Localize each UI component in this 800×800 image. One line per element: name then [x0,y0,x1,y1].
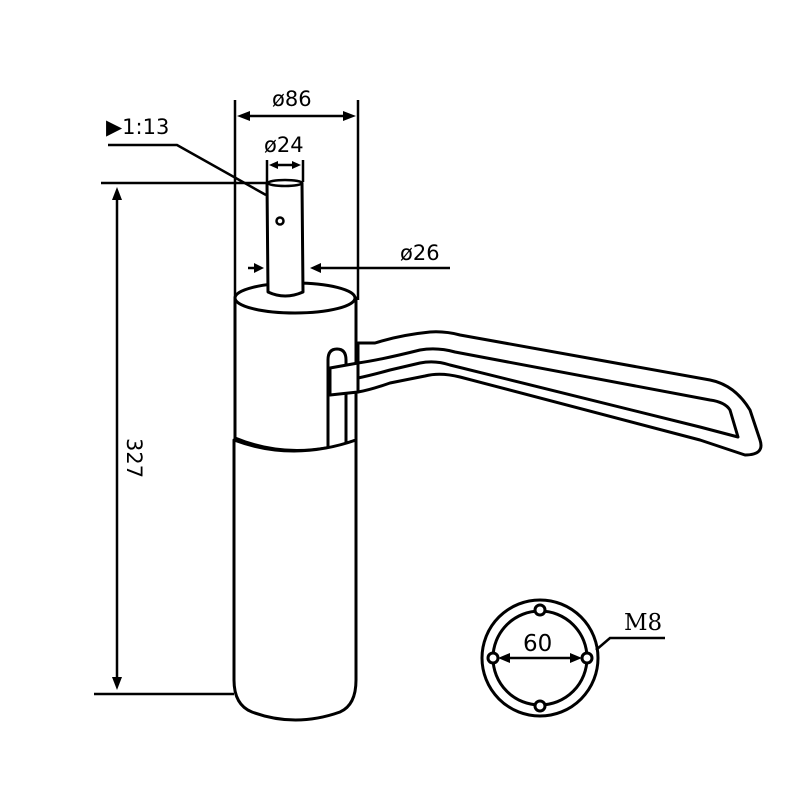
pin-diameter-label: ø24 [264,133,304,157]
dimension-outer-diameter: ø86 [233,87,360,300]
release-lever [356,330,763,457]
dimension-pin-diameter: ø24 [264,133,305,182]
bolt-hole-bottom [533,699,547,713]
rod-hole [275,216,285,226]
taper-label: ▶1:13 [106,115,169,139]
dimension-rod-diameter: ø26 [248,241,450,273]
lever-clip [326,347,360,452]
rod-diameter-label: ø26 [400,241,440,265]
bolt-hole-top [533,603,547,617]
bolt-thread-label: M8 [624,610,662,636]
piston-rod [265,178,305,298]
dimension-height: 327 [94,181,300,696]
bolt-hole-left [486,651,500,665]
bolt-hole-right [580,651,594,665]
outer-diameter-label: ø86 [272,87,312,111]
taper-annotation: ▶1:13 [106,115,267,197]
height-label: 327 [122,438,146,478]
lower-cylinder [232,438,358,722]
bolt-circle-label: 60 [523,631,552,657]
base-flange: 60 M8 [480,598,665,718]
